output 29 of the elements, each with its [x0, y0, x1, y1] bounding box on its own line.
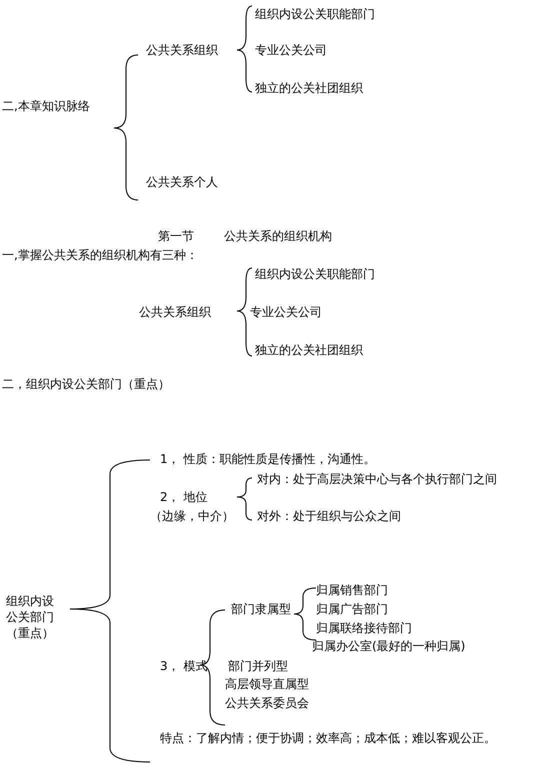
text-label: 二，组织内设公关部门（重点）: [2, 376, 170, 392]
text-label: 组织内设公关部门（重点）: [5, 593, 55, 641]
text-label: 归属办公室(最好的一种归属): [312, 638, 466, 654]
text-label: 归属广告部门: [316, 601, 388, 617]
text-label: 一,掌握公共关系的组织机构有三种：: [2, 247, 198, 263]
text-label: 特点：了解内情；便于协调；效率高；成本低；难以客观公正。: [160, 730, 496, 746]
text-label: 部门并列型: [228, 658, 288, 674]
text-label: 二,本章知识脉络: [2, 98, 90, 114]
text-label: 2， 地位: [160, 489, 208, 505]
text-label: 归属联络接待部门: [316, 620, 412, 636]
text-label: 部门隶属型: [231, 601, 291, 617]
text-label: 独立的公关社团组织: [255, 342, 363, 358]
text-label: 公共关系组织: [139, 304, 211, 320]
text-label: 对外：处于组织与公众之间: [257, 508, 401, 524]
text-label: 组织内设公关职能部门: [255, 266, 375, 282]
text-label: 公共关系个人: [146, 174, 218, 190]
text-label: 归属销售部门: [316, 582, 388, 598]
text-label: 公共关系组织: [146, 42, 218, 58]
text-label: 专业公关公司: [255, 42, 327, 58]
text-label: 高层领导直属型: [225, 676, 309, 692]
text-label: 对内：处于高层决策中心与各个执行部门之间: [257, 471, 497, 487]
text-label: （边缘，中介）: [150, 508, 234, 524]
text-label: 公共关系委员会: [225, 695, 309, 711]
text-label: 1， 性质：职能性质是传播性，沟通性。: [160, 451, 376, 467]
text-label: 专业公关公司: [250, 304, 322, 320]
text-label: 公共关系的组织机构: [224, 228, 332, 244]
text-label: 独立的公关社团组织: [255, 80, 363, 96]
text-label: 第一节: [158, 228, 194, 244]
text-label: 组织内设公关职能部门: [255, 6, 375, 22]
